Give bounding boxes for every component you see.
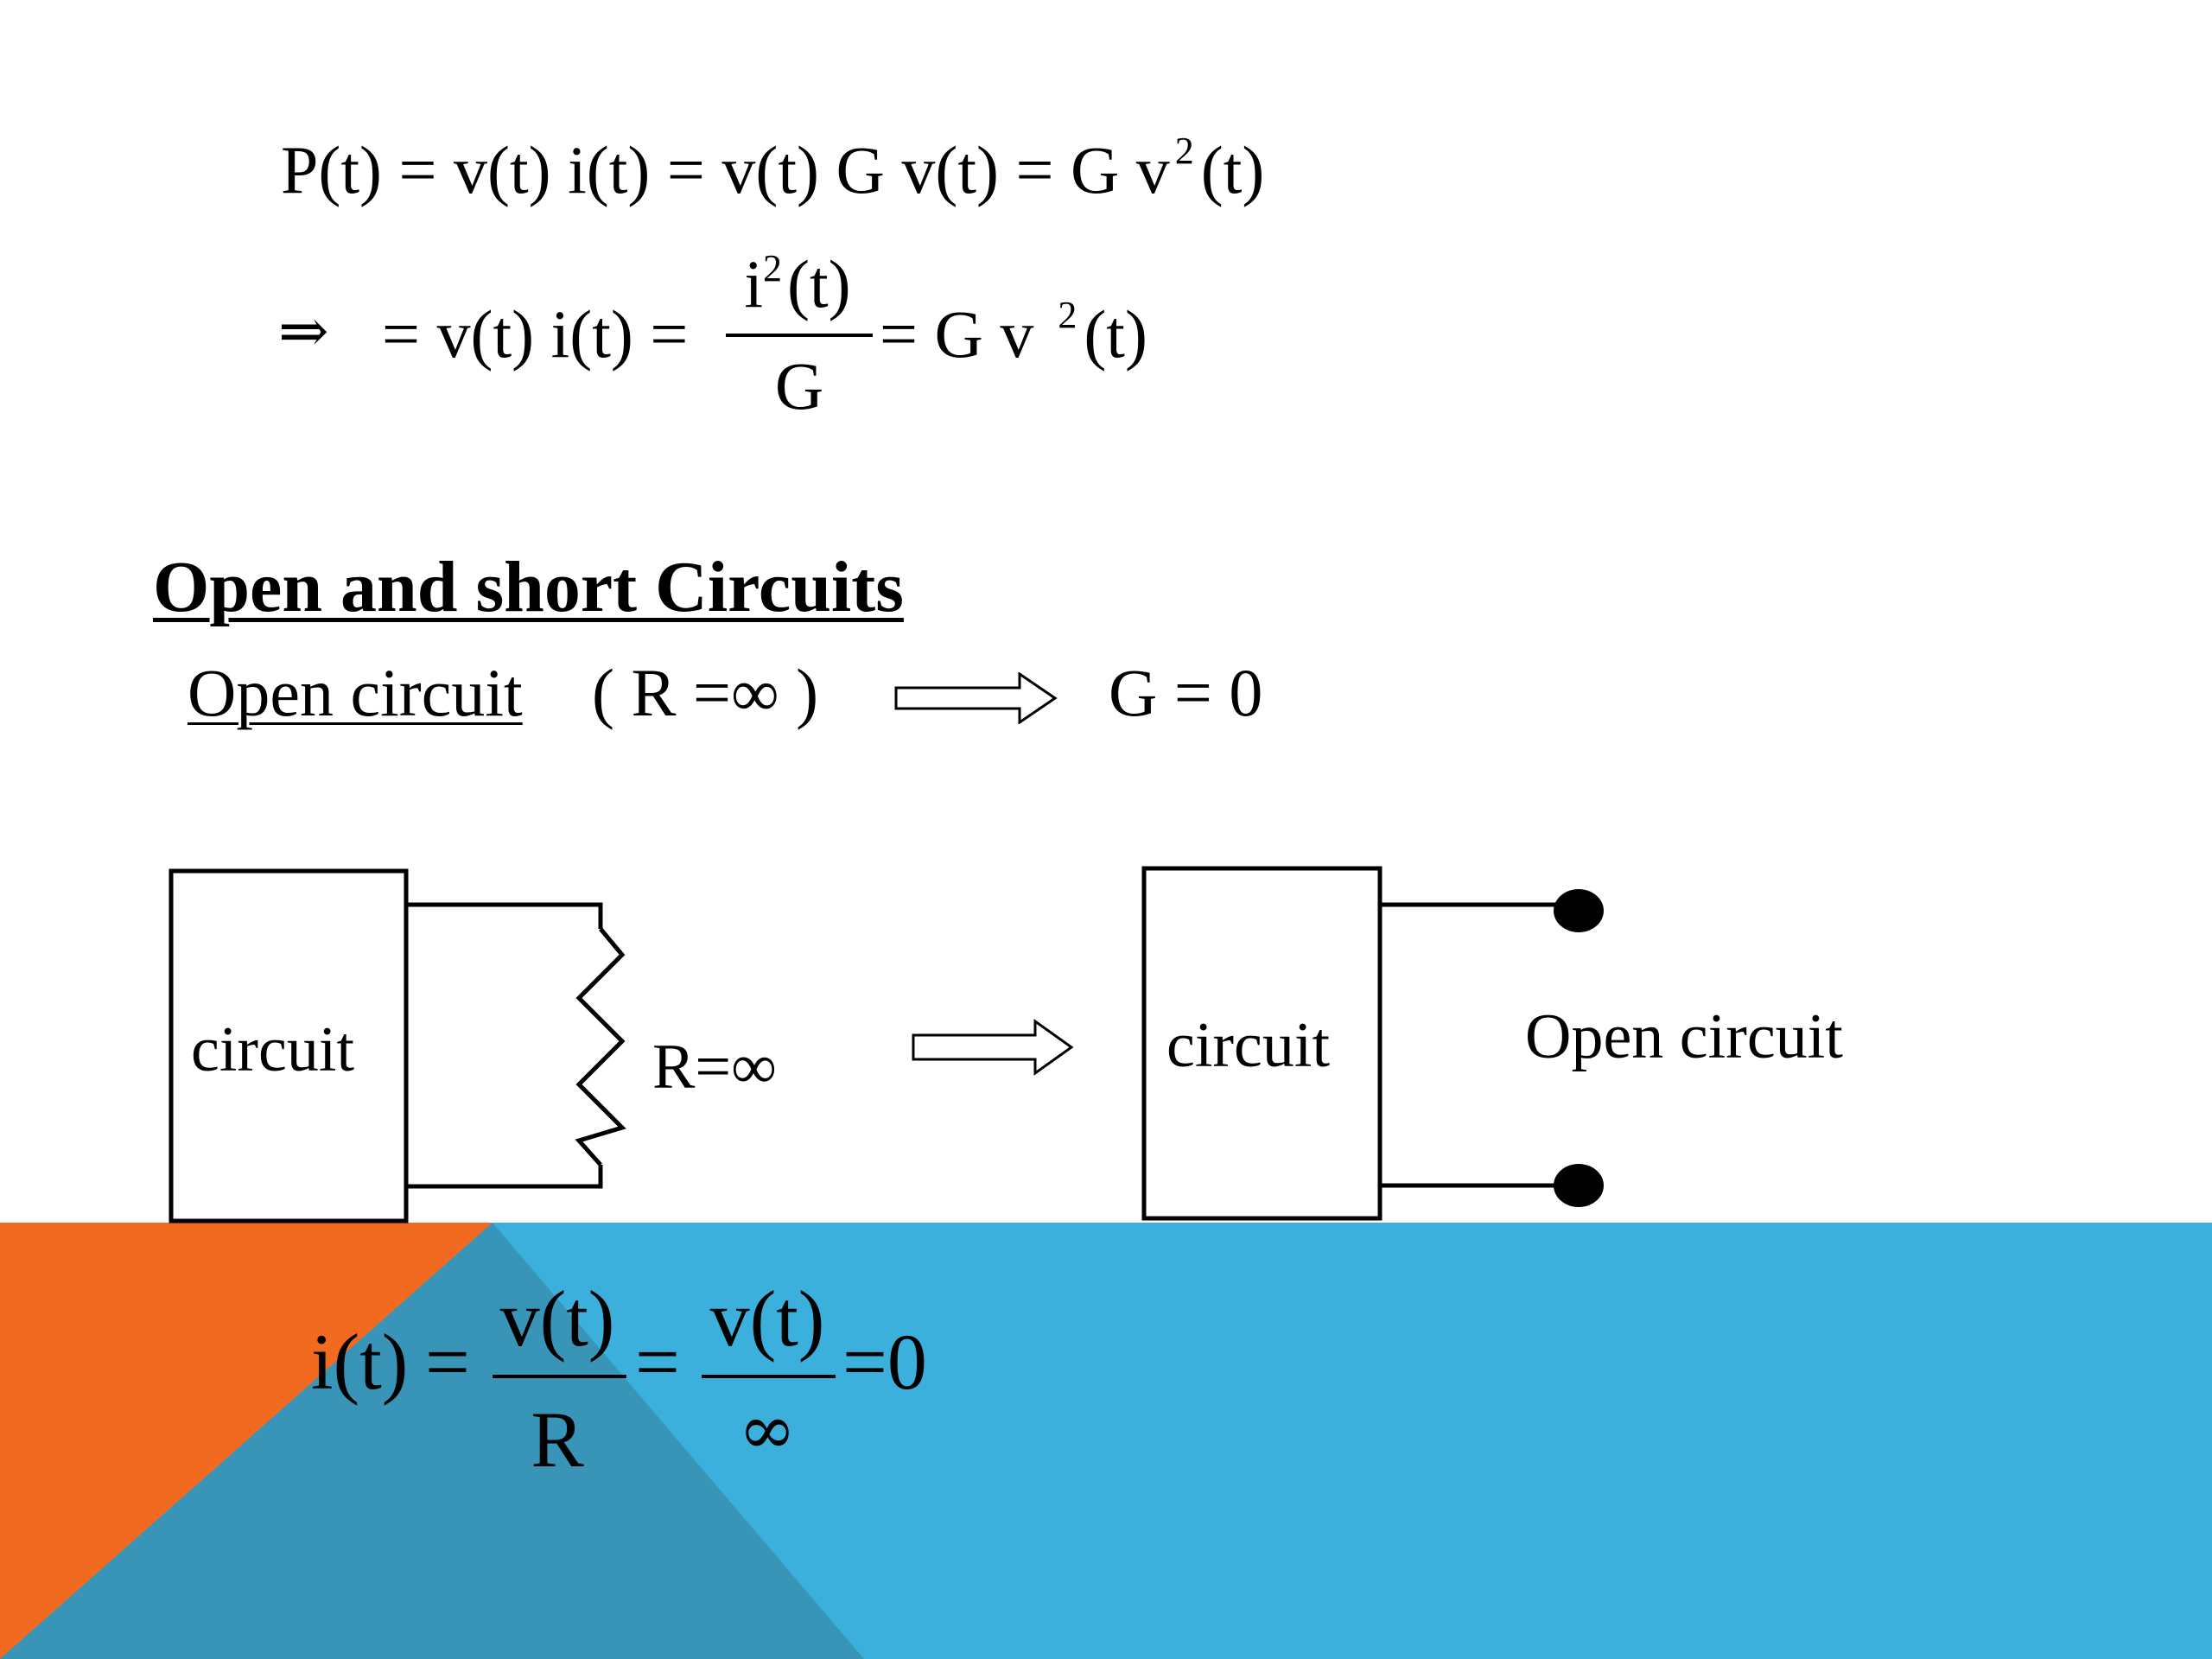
power-equation-tail: (t) bbox=[1200, 132, 1265, 207]
implies-fraction-numerator: i2(t) bbox=[724, 250, 871, 318]
current-equation-result: =0 bbox=[842, 1318, 927, 1406]
implies-equation-left: = v(t) i(t) = bbox=[382, 296, 689, 372]
current-equation-eq2: = bbox=[635, 1318, 680, 1406]
implies-fraction-bar bbox=[726, 334, 873, 337]
fraction-2-denominator: ∞ bbox=[738, 1389, 797, 1470]
fraction-2-bar bbox=[702, 1375, 836, 1378]
numerator-base: i bbox=[744, 246, 764, 321]
resistor-zigzag-icon bbox=[575, 927, 626, 1166]
right-circuit-label: circuit bbox=[1166, 1010, 1331, 1081]
power-equation-main: P(t) = v(t) i(t) = v(t) G v(t) = G v bbox=[281, 132, 1170, 207]
implies-right-exponent: 2 bbox=[1058, 294, 1077, 336]
implies-right-tail: (t) bbox=[1084, 296, 1147, 372]
left-circuit-label: circuit bbox=[191, 1014, 355, 1085]
section-heading: Open and short Circuits bbox=[153, 547, 904, 627]
current-equation-lhs: i(t) bbox=[311, 1318, 409, 1406]
implies-right-main: = G v bbox=[880, 296, 1034, 372]
open-circuit-caption: Open circuit bbox=[1525, 1001, 1843, 1072]
resistor-top-wire bbox=[406, 902, 603, 929]
teal-overlap-triangle bbox=[0, 1223, 864, 1659]
left-circuit-box bbox=[168, 868, 409, 1224]
implies-arrow-icon: ⇒ bbox=[278, 296, 329, 366]
bottom-terminal-dot-icon bbox=[1554, 1164, 1604, 1207]
resistor-value-label: R=∞ bbox=[652, 1032, 777, 1103]
conductance-result: G = 0 bbox=[1109, 655, 1263, 730]
resistor-bottom-wire bbox=[406, 1165, 603, 1189]
fraction-1-numerator: v(t) bbox=[499, 1274, 615, 1363]
fraction-2-numerator: v(t) bbox=[709, 1274, 825, 1363]
open-circuit-condition: ( R =∞ ) bbox=[592, 655, 819, 730]
implies-fraction-denominator: G bbox=[774, 348, 824, 423]
block-arrow-icon bbox=[894, 672, 1058, 724]
numerator-tail: (t) bbox=[787, 246, 851, 321]
fraction-1-denominator: R bbox=[531, 1395, 584, 1484]
numerator-exponent: 2 bbox=[763, 247, 783, 289]
right-circuit-box bbox=[1141, 866, 1382, 1221]
open-circuit-label: Open circuit bbox=[188, 655, 523, 730]
current-equation-eq1: = bbox=[425, 1318, 470, 1406]
top-terminal-dot-icon bbox=[1554, 889, 1604, 932]
fraction-1-bar bbox=[493, 1375, 626, 1378]
power-equation-exponent: 2 bbox=[1174, 130, 1194, 172]
diagram-block-arrow-icon bbox=[912, 1019, 1074, 1076]
